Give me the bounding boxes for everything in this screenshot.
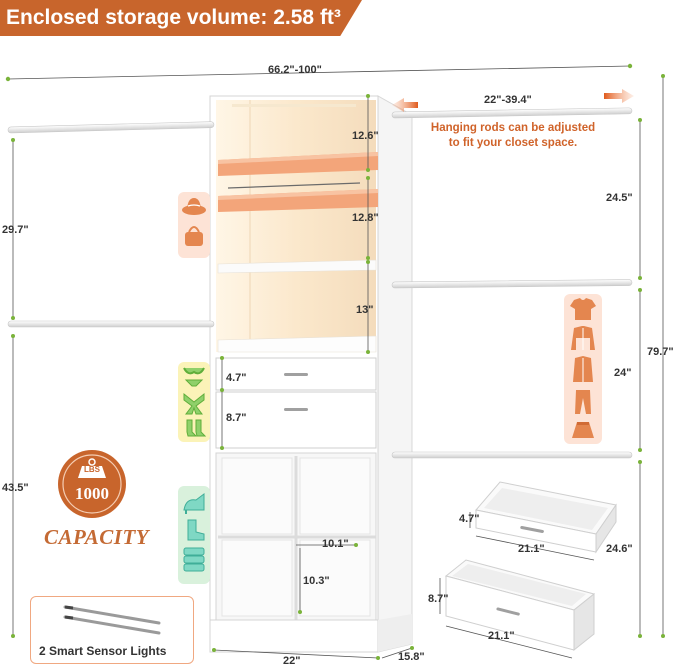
shelf-gap-3-label: 13" — [356, 304, 374, 316]
shelf-gap-2-label: 12.8" — [352, 212, 379, 224]
jacket-icon — [571, 326, 595, 350]
left-rods — [7, 121, 215, 328]
shoes-card — [178, 486, 210, 584]
undergarment-card — [178, 362, 210, 442]
banner-title: Enclosed storage volume: 2.58 ft³ — [6, 6, 341, 29]
cube-width-label: 10.1" — [322, 538, 349, 550]
scarf-icon — [183, 392, 205, 415]
hat-bag-card — [178, 192, 210, 258]
folded-clothes-icon — [183, 547, 205, 572]
boot-icon — [187, 519, 205, 541]
tshirt-icon — [570, 298, 596, 320]
rod-adjust-note: Hanging rods can be adjusted to fit your… — [418, 121, 608, 151]
right-height-lines — [639, 76, 664, 636]
base-guides — [213, 647, 413, 659]
right-rods — [391, 107, 633, 459]
coat-icon — [573, 356, 593, 382]
loose-drawer-small — [469, 481, 617, 561]
heel-icon — [183, 493, 205, 514]
cubby-guides — [296, 544, 356, 612]
hat-icon — [182, 198, 206, 215]
loose-drawer-large — [439, 559, 596, 659]
rod-range-label: 22"-39.4" — [484, 94, 532, 106]
cabinet — [209, 95, 413, 653]
loose-drawer-large-height: 8.7" — [428, 593, 449, 605]
capacity-label: CAPACITY — [44, 525, 150, 549]
drawer-large-label: 8.7" — [226, 412, 247, 424]
loose-drawer-small-height: 4.7" — [459, 513, 480, 525]
total-height-label: 79.7" — [647, 346, 674, 358]
adjust-arrows — [392, 89, 634, 112]
cabinet-guides — [221, 96, 369, 448]
bikini-icon — [183, 367, 205, 387]
right-mid-label: 24" — [614, 367, 632, 379]
light-bar-icon — [63, 605, 161, 635]
left-lower-label: 43.5" — [2, 482, 29, 494]
loose-drawer-large-width: 21.1" — [488, 630, 515, 642]
cube-height-label: 10.3" — [303, 575, 330, 587]
note-line-2: to fit your closet space. — [448, 137, 578, 149]
clothes-card — [564, 294, 602, 444]
base-width-label: 22" — [283, 655, 301, 667]
sensor-lights-label: 2 Smart Sensor Lights — [39, 644, 167, 658]
lbs-label: LBS — [84, 465, 100, 474]
drawer-small-label: 4.7" — [226, 372, 247, 384]
storage-volume-banner: Enclosed storage volume: 2.58 ft³ — [0, 0, 362, 36]
overall-width-line — [5, 63, 633, 82]
shelf-gap-1-label: 12.6" — [352, 130, 379, 142]
sensor-lights-box: 2 Smart Sensor Lights — [30, 596, 194, 664]
note-line-1: Hanging rods can be adjusted — [430, 122, 596, 134]
handbag-icon — [185, 226, 203, 246]
pants-icon — [575, 390, 591, 414]
capacity-badge: LBS 1000 — [56, 448, 128, 520]
depth-label: 15.8" — [398, 651, 425, 663]
right-bottom-label: 24.6" — [606, 543, 633, 555]
loose-drawer-small-width: 21.1" — [518, 543, 545, 555]
socks-icon — [186, 419, 207, 437]
lbs-value: 1000 — [75, 484, 109, 503]
left-upper-label: 29.7" — [2, 224, 29, 236]
overall-width-label: 66.2"-100" — [268, 64, 322, 76]
skirt-icon — [572, 422, 594, 438]
right-top-label: 24.5" — [606, 192, 633, 204]
